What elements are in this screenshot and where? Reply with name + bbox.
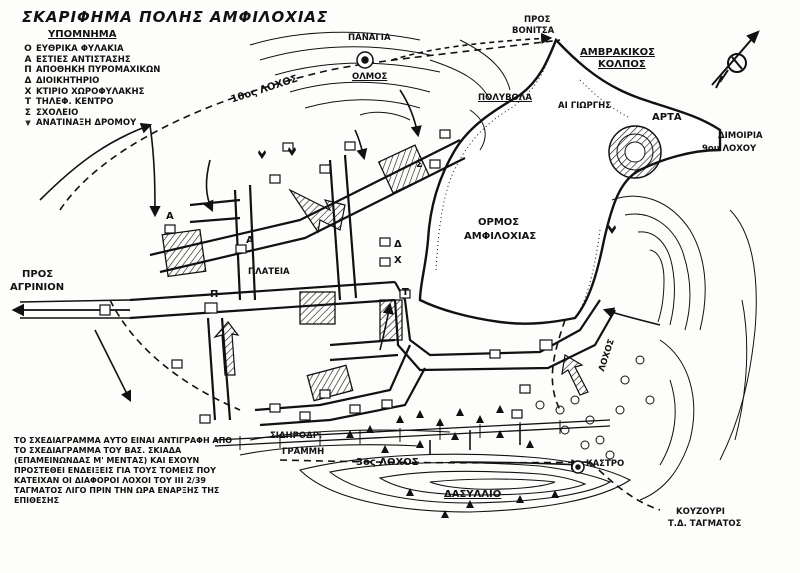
road-blast-symbols [258, 147, 616, 234]
label-dimoiria-1: ΔΙΜΟΙΡΙΑ [718, 131, 763, 141]
label-kouzouri-2: Τ.Δ. ΤΑΓΜΑΤΟΣ [668, 519, 742, 529]
contours-east [611, 195, 757, 501]
label-pros-agrinion-2: ΑΓΡΙΝΙΟΝ [10, 282, 65, 293]
route-to-vonitsa [391, 32, 553, 61]
north-arrow [711, 30, 760, 89]
label-ormos-1: ΟΡΜΟΣ [478, 217, 520, 228]
label-polyvolo: ΠΟΛΥΒΟΛΑ [478, 93, 532, 103]
map-note: ΤΟ ΣΧΕΔΙΑΓΡΑΜΜΑ ΑΥΤΟ ΕΙΝΑΙ ΑΝΤΙΓΡΑΦΗ ΑΠΟ… [14, 436, 233, 505]
label-ai-giorgis: ΑΙ ΓΙΩΡΓΗΣ [558, 101, 612, 111]
label-ormos-2: ΑΜΦΙΛΟΧΙΑΣ [464, 231, 537, 242]
label-pros-vonitsa-1: ΠΡΟΣ [524, 15, 551, 25]
symbol-resistance-point: Α [166, 211, 174, 222]
label-lochos-3: 3ος ΛΟΧΟΣ [356, 457, 419, 468]
label-ambrakikos-1: ΑΜΒΡΑΚΙΚΟΣ [580, 47, 655, 58]
label-kouzouri-1: ΚΟΥΖΟΥΡΙ [676, 507, 725, 517]
label-pros-vonitsa-2: ΒΟΝΙΤΣΑ [512, 26, 555, 36]
road-to-agrinion [19, 299, 131, 319]
label-olmos: ΟΛΜΟΣ [352, 72, 388, 82]
label-sidirodromos-1: ΣΙΔΗΡΟΔΡ. [270, 431, 323, 441]
symbol-headquarters: Δ [394, 239, 402, 250]
map-title: ΣΚΑΡΙΦΗΜΑ ΠΟΛΗΣ ΑΜΦΙΛΟΧΙΑΣ [22, 8, 329, 26]
hatched-buildings [161, 144, 431, 402]
symbol-school: Σ [416, 159, 423, 170]
label-dasyllio: ΔΑΣΥΛΛΙΟ [444, 489, 502, 500]
bay-coastline [418, 37, 722, 325]
symbol-ammo-depot: Π [210, 289, 219, 300]
symbol-resistance-point: Α [246, 235, 254, 246]
label-pros-agrinion-1: ΠΡΟΣ [22, 269, 54, 280]
label-kastro: ΚΑΣΤΡΟ [586, 459, 625, 469]
label-plateia: ΠΛΑΤΕΙΑ [248, 267, 290, 277]
railway-line [214, 419, 611, 450]
legend-heading: ΥΠΟΜΝΗΜΑ [48, 29, 117, 40]
shrubs [535, 355, 655, 460]
shore-stipple-east [579, 79, 631, 311]
label-ambrakikos-2: ΚΟΛΠΟΣ [598, 59, 646, 70]
shore-stipple [435, 59, 549, 271]
sector-boundaries [59, 39, 661, 511]
label-dimoiria-2: 9ου ΛΟΧΟΥ [702, 144, 757, 154]
symbol-gendarmerie: Χ [394, 255, 402, 266]
block-arrows [213, 188, 589, 396]
legend-item: ⩔ΑΝΑΤΙΝΑΞΗ ΔΡΟΜΟΥ [25, 118, 137, 129]
label-sidirodromos-2: ΓΡΑΜΜΗ [282, 447, 325, 457]
label-panagia: ΠΑΝΑΓΙΑ [348, 33, 391, 43]
symbol-telephone-center: Τ [402, 287, 409, 298]
attack-arrows [39, 89, 661, 471]
label-arta: ΑΡΤΑ [652, 112, 682, 123]
contours-north [249, 31, 511, 151]
observation-posts [356, 51, 585, 474]
small-buildings [99, 129, 553, 424]
trees [346, 405, 559, 518]
